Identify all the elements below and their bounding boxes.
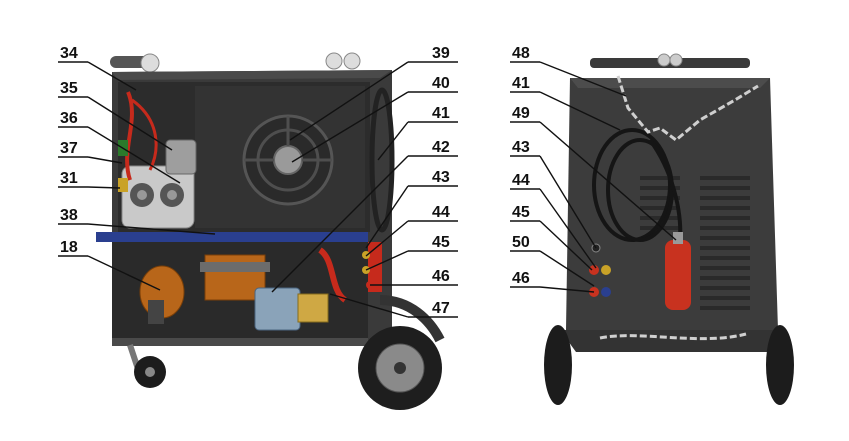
left-rear-wheel [544,325,572,405]
callout-41: 41 [432,105,450,122]
callout-38: 38 [60,207,78,224]
callout-50: 50 [512,234,530,251]
welder-open-side-view [96,52,445,410]
right-callouts: 48 41 49 43 44 45 50 46 [510,45,677,293]
callout-42: 42 [432,139,450,156]
callout-35: 35 [60,80,78,97]
callout-47: 47 [432,300,450,317]
callout-40: 40 [432,75,450,92]
callout-34: 34 [60,45,78,62]
left-callouts-right-side: 39 40 41 42 43 44 45 46 47 [271,45,458,318]
callout-36: 36 [60,110,78,127]
callout-45-rear: 45 [512,204,530,221]
callout-31: 31 [60,170,78,187]
callout-46-rear: 46 [512,270,530,287]
right-rear-wheel [766,325,794,405]
callout-41-rear: 41 [512,75,530,92]
callout-44-rear: 44 [512,172,530,189]
wire-feed-unit [121,165,195,229]
mains-plug [665,240,691,310]
callout-39: 39 [432,45,450,62]
callout-45: 45 [432,234,450,251]
callout-18: 18 [60,239,78,256]
callout-43: 43 [432,169,450,186]
water-pump [254,287,301,331]
callout-43-rear: 43 [512,139,530,156]
welder-rear-view [544,53,794,405]
callout-46: 46 [432,268,450,285]
callout-37: 37 [60,140,78,157]
callout-49: 49 [512,105,530,122]
callout-44: 44 [432,204,450,221]
callout-48: 48 [512,45,530,62]
left-callouts-left-side: 34 35 36 37 31 38 18 [58,45,216,291]
